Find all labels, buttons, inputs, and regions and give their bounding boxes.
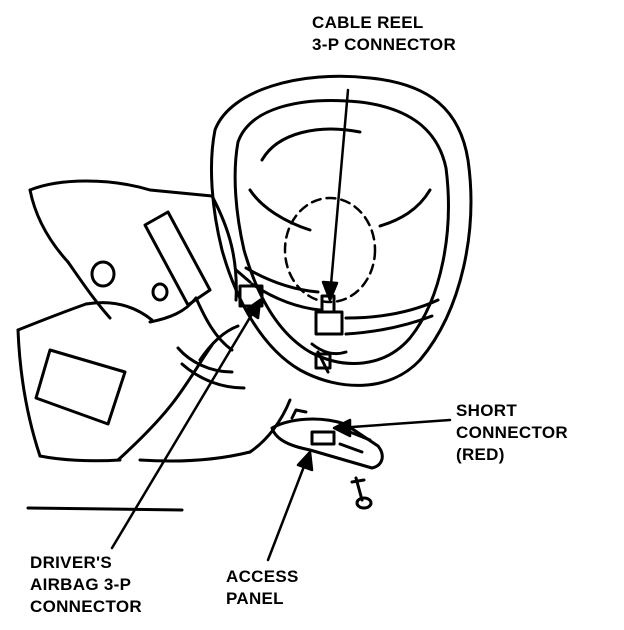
- cable-reel-leader: [328, 88, 350, 298]
- dashboard-outline: [16, 179, 292, 463]
- short-connector-label-line-2: CONNECTOR: [456, 423, 568, 442]
- drivers-airbag-label-line-1: DRIVER'S: [30, 553, 113, 572]
- short-connector-label-line-1: SHORT: [456, 401, 517, 420]
- access-panel-label: ACCESS PANEL: [226, 566, 299, 610]
- drivers-airbag-leader: [110, 302, 260, 550]
- cable-reel-label-line-1: CABLE REEL: [312, 13, 424, 32]
- access-panel: [270, 408, 384, 510]
- drivers-airbag-label-line-3: CONNECTOR: [30, 597, 142, 616]
- drivers-airbag-label: DRIVER'S AIRBAG 3-P CONNECTOR: [30, 552, 142, 618]
- drivers-airbag-arrowhead: [244, 298, 262, 320]
- access-panel-arrowhead: [296, 450, 314, 472]
- drivers-airbag-label-line-2: AIRBAG 3-P: [30, 575, 132, 594]
- leader-lines: [110, 88, 452, 562]
- cable-reel-arrowhead: [321, 280, 339, 302]
- short-connector-label-line-3: (RED): [456, 445, 505, 464]
- access-panel-leader: [266, 454, 310, 562]
- base-line: [26, 506, 184, 512]
- steering-wheel: [209, 74, 473, 387]
- short-connector-arrowhead: [332, 418, 352, 438]
- short-connector-leader: [336, 418, 452, 430]
- access-panel-label-line-2: PANEL: [226, 589, 284, 608]
- short-connector-label: SHORT CONNECTOR (RED): [456, 400, 568, 466]
- cable-reel-label-line-2: 3-P CONNECTOR: [312, 35, 457, 54]
- cable-reel-label: CABLE REEL 3-P CONNECTOR: [312, 12, 456, 56]
- access-panel-label-line-1: ACCESS: [226, 567, 299, 586]
